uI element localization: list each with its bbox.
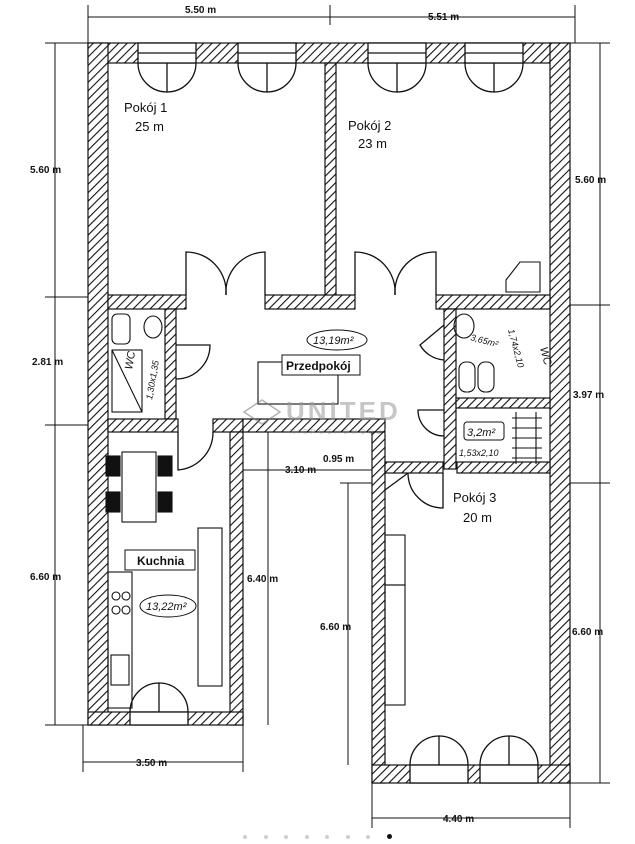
door-room3 [384, 472, 444, 509]
chair [157, 455, 173, 477]
door-wc1 [175, 344, 211, 380]
stove-burner [111, 605, 121, 615]
storage-size: 1,53x2,10 [459, 448, 499, 458]
hall-area-oval [306, 329, 368, 351]
windows [129, 42, 539, 784]
dim-bottom-left: 3.50 m [136, 758, 167, 769]
window-room1-left [137, 42, 197, 93]
room3-name: Pokój 3 [453, 490, 496, 505]
room3-wardrobe [384, 584, 406, 706]
dim-courtyard-width: 3.10 m [285, 465, 316, 476]
hall-label-box [281, 354, 361, 376]
window-room2-left [367, 42, 427, 93]
wc1-sink [111, 313, 131, 345]
wc2-size: 1,74x2,10 [506, 328, 526, 369]
stove-burner [121, 605, 131, 615]
window-room3-right [479, 735, 539, 784]
window-kitchen [129, 682, 189, 726]
dim-left-upper: 5.60 m [30, 165, 61, 176]
dim-courtyard-right-height: 6.60 m [320, 622, 351, 633]
room1-area: 25 m [135, 119, 164, 134]
window-room1-right [237, 42, 297, 93]
wc1-size: 1,30x1,35 [144, 359, 161, 401]
wc1-toilet [143, 315, 163, 339]
storage-area: 3,2m² [467, 427, 495, 439]
carousel-dot[interactable] [284, 835, 289, 839]
dim-bottom-right: 4.40 m [443, 814, 474, 825]
storage-shelves [512, 412, 542, 464]
door-kitchen [177, 431, 214, 471]
dim-right-middle: 3.97 m [573, 390, 604, 401]
carousel-dot[interactable] [243, 835, 248, 839]
hall-area: 13,19m² [313, 335, 354, 347]
kitchen-name: Kuchnia [137, 554, 185, 568]
chair [105, 491, 121, 513]
watermark-tagline: NIERUCHOMOŚCI [290, 427, 389, 436]
door-storage [417, 409, 445, 437]
door-wc2 [419, 324, 445, 361]
carousel-dot[interactable] [345, 835, 350, 839]
storage-area-box [463, 421, 505, 441]
room3-area: 20 m [463, 510, 492, 525]
dim-left-lower: 6.60 m [30, 572, 61, 583]
kitchen-cabinet [197, 527, 223, 687]
watermark-logo-icon [242, 399, 282, 425]
room2-name: Pokój 2 [348, 118, 391, 133]
window-room2-right [464, 42, 524, 93]
dim-courtyard-left-height: 6.40 m [247, 574, 278, 585]
watermark-brand: UNITED [286, 396, 401, 426]
wc2-toilet [458, 361, 476, 393]
wc2-label: WC [537, 346, 553, 367]
dim-right-upper: 5.60 m [575, 175, 606, 186]
wc2-bidet [477, 361, 495, 393]
stove-burner [121, 591, 131, 601]
kitchen-label-box [124, 549, 196, 571]
dim-right-lower: 6.60 m [572, 627, 603, 638]
chimney [505, 261, 541, 293]
carousel-dot[interactable] [366, 835, 371, 839]
dim-corridor-step: 0.95 m [323, 454, 354, 465]
window-room3-left [409, 735, 469, 784]
stove-burner [111, 591, 121, 601]
dimension-lines [45, 5, 610, 828]
carousel-dot[interactable] [325, 835, 330, 839]
chair [105, 455, 121, 477]
kitchen-counter [107, 571, 133, 709]
room1-name: Pokój 1 [124, 100, 167, 115]
room3-wardrobe [384, 534, 406, 586]
carousel-dot[interactable] [263, 835, 268, 839]
doors [175, 251, 445, 509]
carousel-pagination [0, 826, 635, 844]
dim-left-middle: 2.81 m [32, 357, 63, 368]
dim-top-left: 5.50 m [185, 5, 216, 16]
carousel-dot-active[interactable] [386, 834, 392, 839]
dim-top-right: 5.51 m [428, 12, 459, 23]
wc1-shower [111, 349, 143, 413]
watermark: UNITED NIERUCHOMOŚCI [242, 396, 401, 436]
door-room2 [354, 251, 437, 296]
wc2-sink [453, 313, 475, 339]
fixtures [105, 261, 542, 709]
kitchen-area: 13,22m² [146, 601, 187, 613]
chair [157, 491, 173, 513]
carousel-dot[interactable] [304, 835, 309, 839]
hall-name: Przedpokój [286, 359, 351, 373]
room2-area: 23 m [358, 136, 387, 151]
wc1-label: WC [123, 350, 138, 370]
kitchen-sink [110, 654, 130, 686]
wc2-area: 3,65m² [469, 332, 500, 349]
kitchen-area-oval [139, 594, 197, 618]
dining-table [121, 451, 157, 523]
door-room1 [185, 251, 266, 296]
